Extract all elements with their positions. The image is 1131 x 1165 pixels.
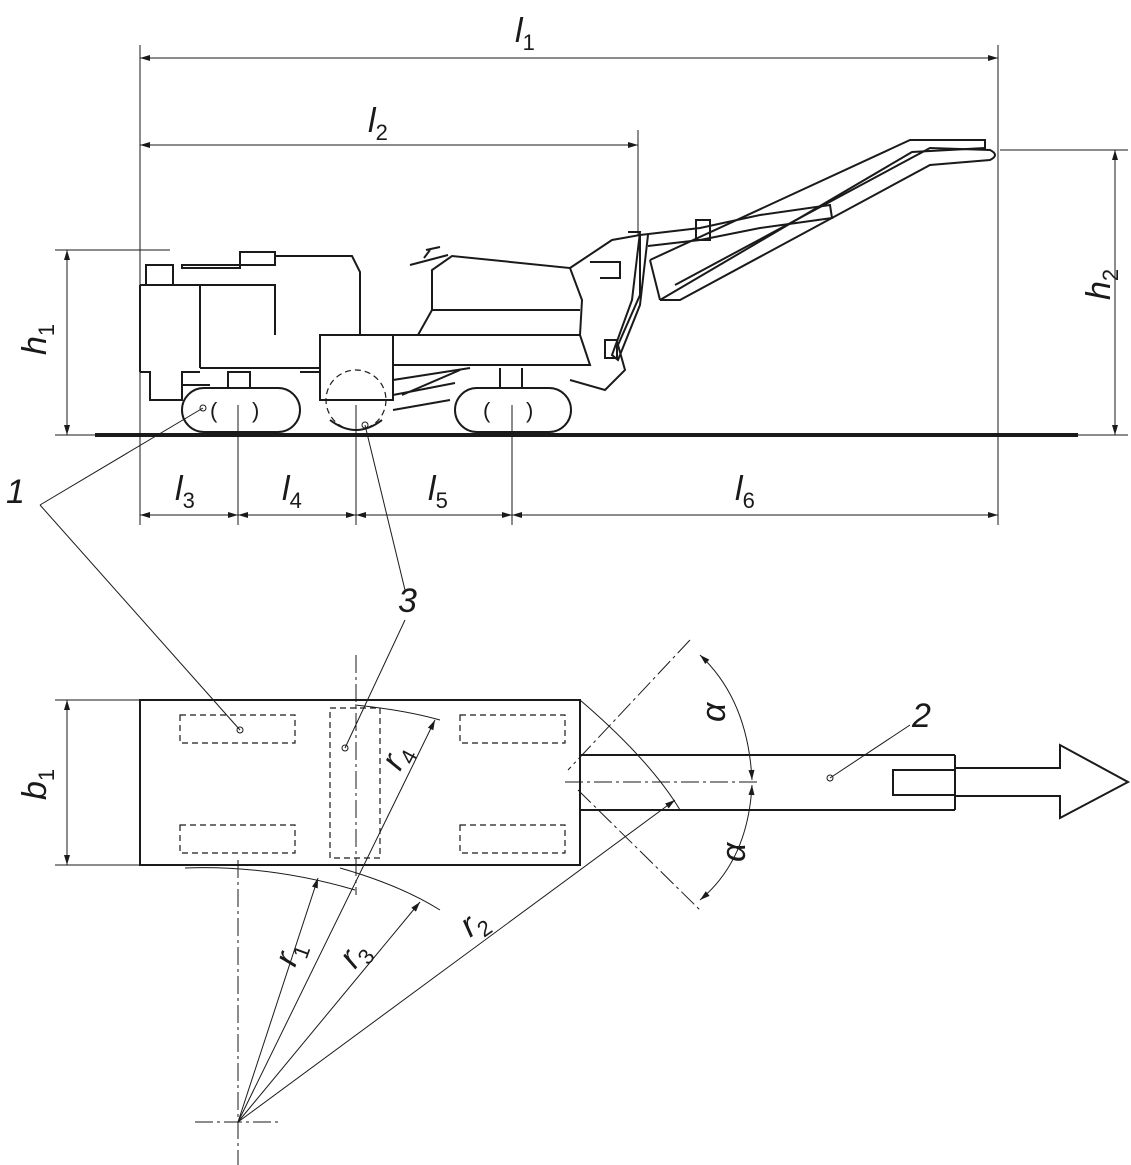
- radius-line-r3: [237, 901, 421, 1123]
- radius-arc-r2: [579, 699, 681, 811]
- callout-2: 2: [911, 697, 931, 735]
- leader-1-to-top-view: [39, 504, 241, 731]
- conveyor-top: [580, 754, 956, 811]
- leader-3-to-drum: [364, 424, 406, 591]
- leader-2: [829, 724, 911, 779]
- label-r4: r4: [374, 737, 423, 778]
- label-alpha-bottom: α: [715, 841, 753, 862]
- radius-arc-r3: [339, 867, 441, 911]
- label-r2: r2: [453, 900, 497, 949]
- label-l2: l2: [368, 102, 388, 145]
- cutting-drum-top: [329, 707, 381, 859]
- radius-line-r1: [237, 877, 319, 1123]
- label-l3: l3: [175, 470, 195, 513]
- top-view: b1 α α 2 r1 r3 r4 r2: [16, 504, 1131, 1165]
- label-l1: l1: [515, 12, 535, 55]
- label-h1: h1: [16, 324, 59, 355]
- radius-arc-r4: [354, 704, 441, 721]
- radius-line-r2: [237, 799, 676, 1123]
- cutting-drum: [325, 369, 387, 431]
- radius-arc-r1: [184, 867, 356, 891]
- label-l5: l5: [428, 470, 448, 513]
- direction-arrow: [955, 743, 1131, 820]
- leader-1-to-rear-track: [39, 407, 204, 506]
- label-b1: b1: [16, 769, 59, 800]
- svg-text:): ): [252, 398, 259, 423]
- callout-1: 1: [6, 473, 25, 511]
- track-pad-rear-bottom: [179, 824, 296, 854]
- track-pad-rear-top: [179, 714, 296, 744]
- label-h2: h2: [1080, 269, 1123, 300]
- machine-outline: [139, 139, 996, 411]
- rear-crawler-track: ( ): [181, 387, 301, 433]
- front-crawler-track: ( ): [454, 368, 572, 433]
- callout-3: 3: [398, 582, 417, 620]
- label-alpha-top: α: [695, 701, 733, 722]
- track-pad-front-bottom: [459, 824, 566, 854]
- radius-line-r4: [237, 719, 436, 1123]
- alpha-arc-top: [699, 654, 755, 781]
- top-view-body: [139, 699, 581, 866]
- svg-text:): ): [526, 398, 533, 423]
- label-r1: r1: [267, 936, 315, 973]
- label-r3: r3: [331, 933, 379, 978]
- alpha-arc-bottom: [699, 784, 755, 901]
- side-view: l1 l2 l3 l4 l5 l6 h1 h2: [6, 12, 1128, 620]
- svg-text:(: (: [483, 398, 491, 423]
- track-pad-front-top: [459, 714, 566, 744]
- label-l4: l4: [282, 470, 302, 513]
- leader-3-to-top-drum: [344, 619, 406, 749]
- svg-text:(: (: [210, 398, 218, 423]
- label-l6: l6: [735, 470, 755, 513]
